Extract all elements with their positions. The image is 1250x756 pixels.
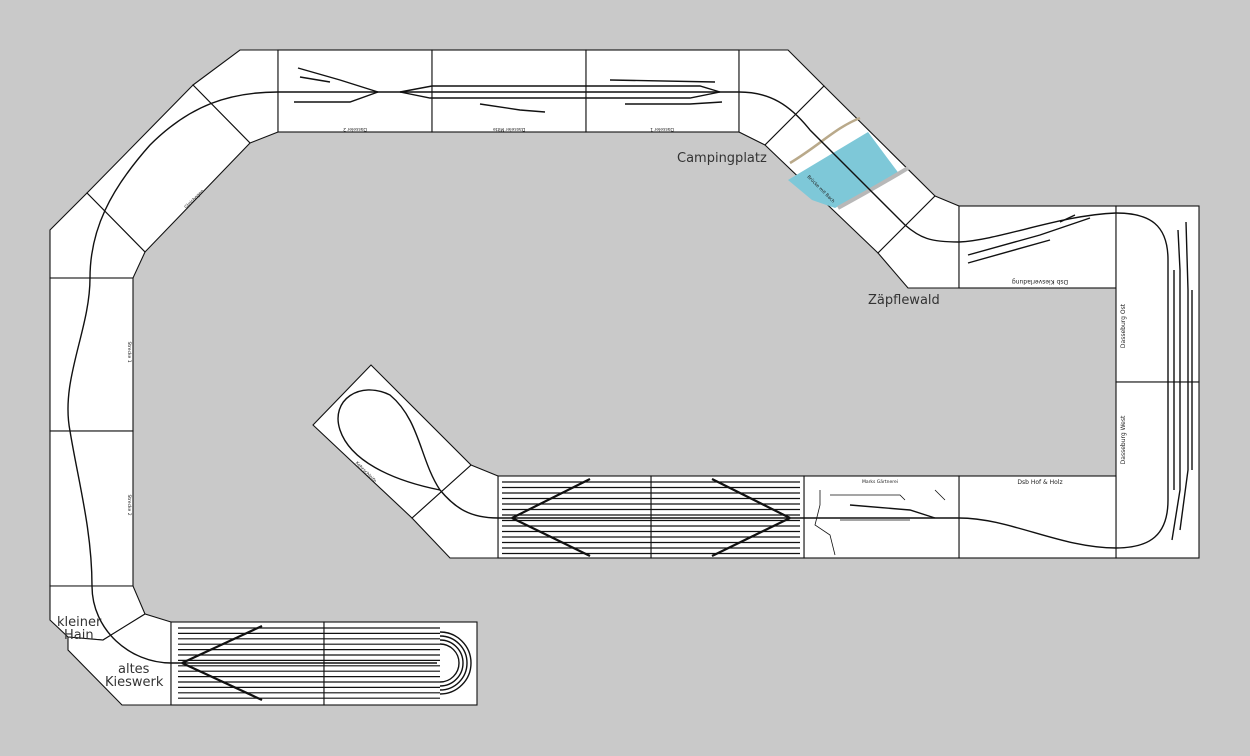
footpath [789, 116, 861, 165]
track-inner-curve [439, 489, 499, 519]
yard-ladder [181, 625, 263, 664]
track-dasseburg-b [1179, 221, 1189, 531]
track-kies-siding-c [1059, 214, 1076, 223]
track-top-right-curve [738, 91, 960, 243]
label-dasseler-2: Dasseler 2 [343, 126, 367, 132]
track-dasseler-siding-e [399, 85, 721, 93]
place-label-kleiner-hain-1: kleiner [57, 615, 102, 630]
track-dasseler-siding-g [609, 79, 716, 83]
module-dasseburg-ost [1115, 205, 1200, 383]
yard-ladder [511, 478, 591, 519]
module-labels: Dasseler 2 Dasseler Mitte Dasseler 1 Dsb… [126, 126, 1127, 516]
road [837, 166, 910, 210]
module-bahnhof-b [650, 475, 805, 559]
dasseburg-tracks [1171, 221, 1193, 541]
dasseler-station-tracks [294, 67, 723, 113]
label-marks-gaertnerei: Marks Gärtnerei [862, 479, 898, 485]
modules [49, 49, 1200, 706]
track-kies-siding-a [967, 217, 1091, 256]
track-top-left-curve [89, 91, 279, 279]
track-dasseler-siding-h [625, 101, 723, 105]
track-dasseler-siding-c [294, 91, 379, 103]
track-dasseburg-a [1171, 229, 1181, 541]
track-kehrschleife-loop [337, 389, 441, 491]
place-label-campingplatz: Campingplatz [677, 151, 767, 166]
track-left-straight [67, 277, 93, 587]
track-dasseler-siding-a [297, 67, 379, 93]
track-bottom-left-curve [91, 585, 172, 664]
track-bottom-mainline [498, 517, 1117, 549]
gaertnerei-details [814, 489, 946, 556]
yard-loop-arc [439, 643, 460, 683]
track-kies-siding-b [967, 239, 1051, 264]
yard-loop-arc [439, 639, 464, 687]
yard-ladder [511, 517, 591, 557]
track-kiesverladung-main [958, 212, 1117, 243]
module-kehrschleife [312, 364, 472, 519]
yard-loop-arc [439, 631, 472, 695]
track-dasseler-siding-b [299, 76, 331, 83]
label-dsb-hof-holz: Dsb Hof & Holz [1017, 479, 1062, 486]
module-dsb-kiesverladung [958, 205, 1117, 289]
module-marks-gaertnerei [803, 475, 960, 559]
bridge-scenery [788, 116, 910, 210]
yard-ladder [181, 662, 263, 701]
kiesverladung-tracks [967, 214, 1091, 264]
label-dasseburg-west: Dasseburg West [1120, 415, 1127, 464]
label-dasseler-1: Dasseler 1 [650, 126, 674, 132]
place-label-kleiner-hain-2: Hain [64, 628, 94, 643]
place-labels: Campingplatz Zäpflewald kleiner Hain alt… [57, 151, 940, 690]
module-bahnhof-a [497, 475, 652, 559]
module-dasseler-mitte [431, 49, 587, 133]
yard-ladder [711, 517, 791, 557]
module-dasseburg-west [1115, 381, 1200, 559]
module-dsb-hof-holz [958, 475, 1117, 559]
label-strecke-2: Strecke 2 [126, 494, 132, 515]
track-right-loop [1115, 212, 1169, 549]
track-dasseler-siding-d [399, 91, 721, 99]
tracks [67, 91, 1169, 664]
label-dsb-kiesverladung: Dsb Kiesverladung [1012, 278, 1068, 285]
bahnhof-yard [502, 478, 800, 557]
track-gaertnerei-siding [849, 504, 936, 519]
track-dasseler-siding-f [479, 103, 546, 113]
label-dasseler-mitte: Dasseler Mitte [493, 126, 526, 132]
yard-ladder [711, 478, 791, 519]
module-dasseler-1 [585, 49, 740, 133]
module-zaepflewald [877, 195, 960, 289]
gaertnerei-outline [814, 489, 946, 556]
kieswerk-yard [178, 625, 472, 701]
yard-loop-arc [439, 635, 468, 691]
place-label-zaepflewald: Zäpflewald [868, 293, 940, 308]
place-label-altes-kieswerk-2: Kieswerk [105, 675, 164, 690]
module-strecke-1 [49, 277, 134, 432]
label-strecke-1: Strecke 1 [126, 341, 132, 362]
label-dasseburg-ost: Dasseburg Ost [1120, 303, 1127, 348]
place-label-altes-kieswerk-1: altes [118, 662, 150, 677]
